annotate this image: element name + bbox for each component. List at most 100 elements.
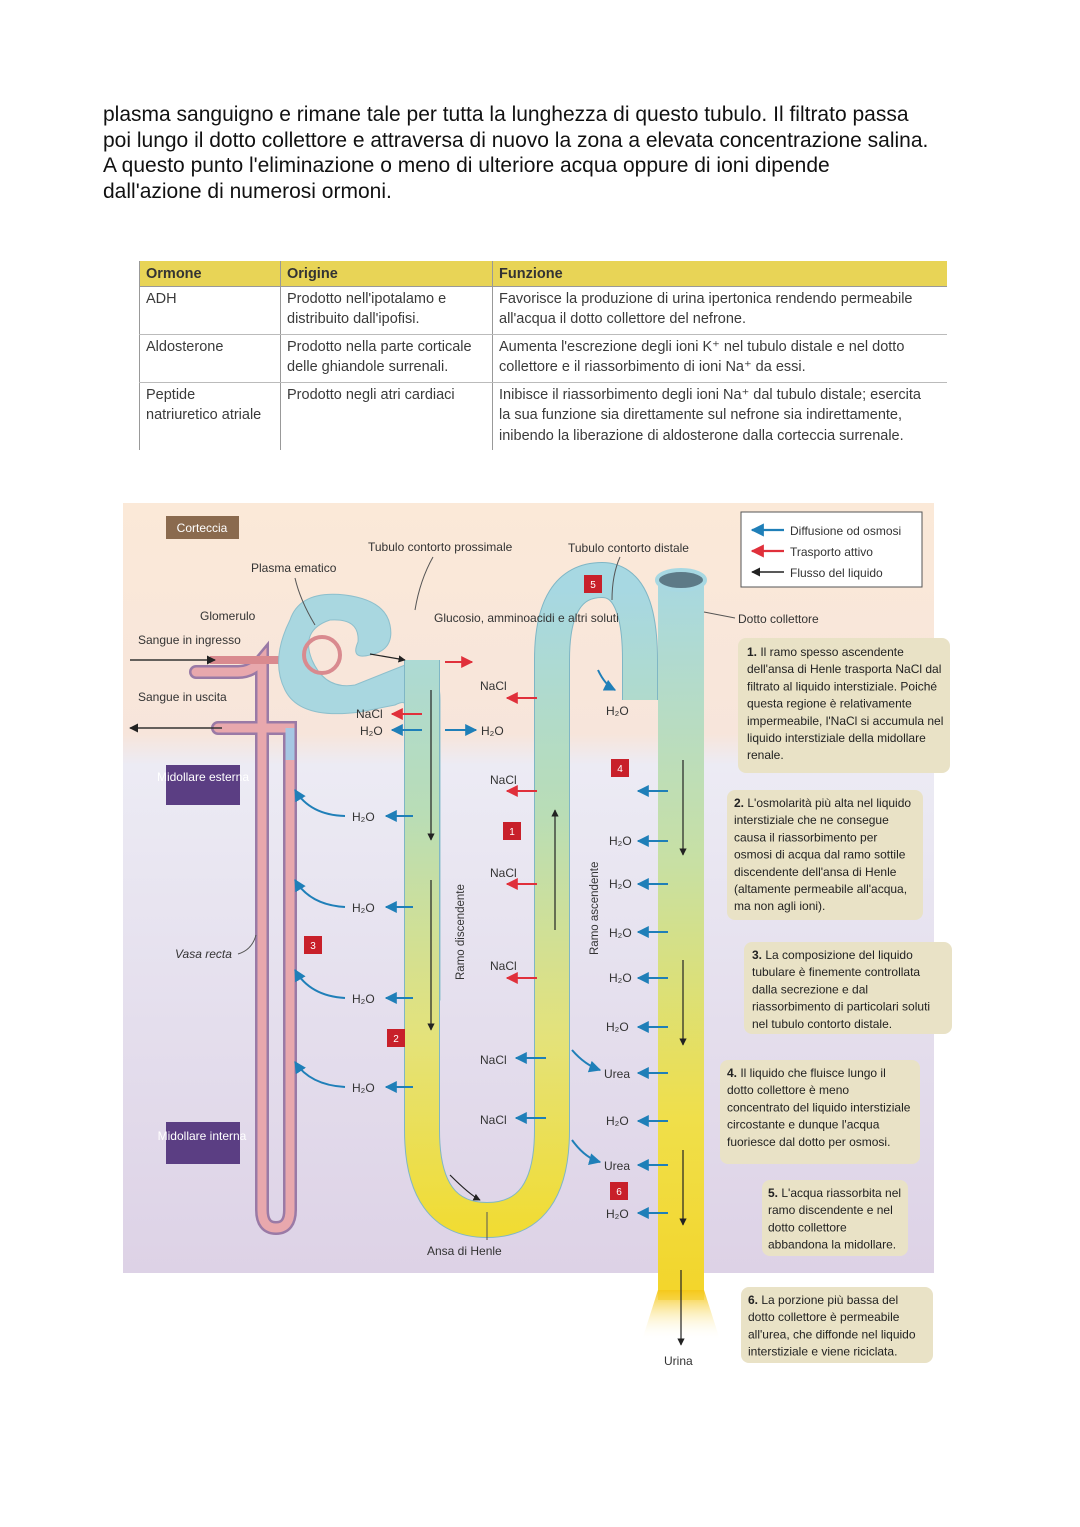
label-h2o: H₂O — [352, 1081, 375, 1095]
collecting-duct-opening — [655, 568, 707, 592]
label-distal-tubule: Tubulo contorto distale — [568, 541, 689, 555]
label-nacl: NaCl — [490, 866, 517, 880]
legend-flow-label: Flusso del liquido — [790, 566, 883, 580]
label-solutes: Glucosio, amminoacidi e altri soluti — [434, 611, 619, 625]
cell-line: Aumenta l'escrezione degli ioni K⁺ nel t… — [499, 338, 905, 355]
header-ormone: Ormone — [139, 261, 281, 287]
svg-text:6: 6 — [616, 1187, 622, 1198]
cell-hormone: ADH — [139, 286, 281, 335]
zone-label-outer-medulla — [166, 765, 240, 805]
note-box-1 — [738, 638, 950, 773]
label-h2o: H₂O — [606, 704, 629, 718]
label-blood-out: Sangue in uscita — [138, 690, 227, 704]
svg-text:1: 1 — [509, 827, 515, 838]
note-box-4 — [720, 1060, 920, 1164]
cell-origin: Prodotto nell'ipotalamo e distribuito dal… — [280, 286, 493, 335]
label-h2o: H₂O — [609, 877, 632, 891]
intro-line: plasma sanguigno e rimane tale per tutta… — [103, 103, 909, 126]
legend: Diffusione od osmosi Trasporto attivo Fl… — [740, 511, 923, 588]
diffusion-arrow — [294, 788, 346, 817]
cell-line: natriuretico atriale — [146, 407, 262, 423]
cell-line: inibendo la liberazione di aldosterone d… — [499, 427, 904, 444]
badge-3 — [304, 936, 322, 954]
cell-line: Prodotto nella parte corticale — [287, 338, 472, 355]
label-h2o: H₂O — [609, 834, 632, 848]
label-urine: Urina — [664, 1354, 693, 1368]
badge-6 — [610, 1182, 628, 1200]
label-h2o: H₂O — [352, 901, 375, 915]
cortex-label: Corteccia — [177, 521, 228, 535]
label-h2o: H₂O — [481, 724, 504, 738]
cell-line: collettore e il riassorbimento di ioni N… — [499, 359, 806, 375]
flow-arrow — [449, 1174, 481, 1201]
outer-medulla-label: Midollare esterna — [157, 770, 249, 784]
table-row: Aldosterone Prodotto nella parte cortica… — [139, 334, 947, 383]
label-nacl: NaCl — [490, 959, 517, 973]
label-ascending-limb: Ramo ascendente — [589, 862, 601, 955]
label-urea: Urea — [604, 1067, 630, 1081]
svg-text:4: 4 — [617, 764, 623, 775]
cell-hormone: Peptide natriuretico atriale — [139, 382, 281, 450]
diffusion-arrow — [597, 669, 617, 691]
diffusion-arrow — [294, 968, 346, 999]
label-nacl: NaCl — [480, 679, 507, 693]
label-nacl: NaCl — [480, 1113, 507, 1127]
label-h2o: H₂O — [352, 810, 375, 824]
label-proximal-tubule: Tubulo contorto prossimale — [368, 540, 513, 554]
intro-line: dall'azione di numerosi ormoni. — [103, 179, 392, 203]
label-collecting-duct: Dotto collettore — [738, 612, 819, 626]
diffusion-arrow — [571, 1139, 602, 1166]
leader-lines — [237, 556, 736, 1240]
label-h2o: H₂O — [606, 1207, 629, 1221]
cell-function: Favorisce la produzione di urina iperton… — [492, 286, 947, 335]
cell-line: Peptide — [146, 386, 196, 403]
molecule-labels: NaCl H₂O H₂O NaCl NaCl NaCl NaCl NaCl Na… — [352, 679, 632, 1221]
hormones-table: Ormone Origine Funzione ADH Prodotto nel… — [139, 261, 947, 450]
badge-5 — [584, 575, 602, 593]
note-box-6 — [741, 1287, 933, 1363]
label-plasma: Plasma ematico — [251, 561, 337, 575]
proximal-tubule — [278, 593, 441, 1001]
label-h2o: H₂O — [609, 926, 632, 940]
cell-line: ADH — [146, 290, 177, 307]
cell-line: la sua funzione sia direttamente sul nef… — [499, 407, 903, 423]
label-loop-of-henle: Ansa di Henle — [427, 1244, 502, 1258]
note-box-2 — [727, 790, 923, 920]
cell-line: Prodotto nell'ipotalamo e — [287, 290, 447, 307]
zone-label-cortex — [166, 516, 239, 539]
svg-text:5: 5 — [590, 580, 596, 591]
vasa-recta-vessel — [191, 647, 295, 1233]
loop-of-henle — [405, 562, 657, 1238]
intro-line: A questo punto l'eliminazione o meno di … — [103, 154, 830, 177]
table-header-row: Ormone Origine Funzione — [139, 261, 947, 287]
label-h2o: H₂O — [609, 971, 632, 985]
glomerulus-icon — [302, 635, 342, 675]
intro-line: poi lungo il dotto collettore e attraver… — [103, 128, 929, 152]
header-funzione: Funzione — [492, 261, 947, 287]
cell-hormone: Aldosterone — [139, 334, 281, 383]
cell-line: Favorisce la produzione di urina iperton… — [499, 290, 913, 307]
label-urea: Urea — [604, 1159, 630, 1173]
legend-diffusion-label: Diffusione od osmosi — [790, 524, 901, 538]
label-h2o: H₂O — [606, 1114, 629, 1128]
label-descending-limb: Ramo discendente — [455, 884, 467, 980]
diffusion-arrow — [294, 878, 346, 908]
note-box-3 — [744, 942, 952, 1034]
label-h2o: H₂O — [360, 724, 383, 738]
note-boxes — [720, 638, 952, 1363]
cell-line: distribuito dall'ipofisi. — [287, 311, 420, 327]
svg-text:2: 2 — [393, 1034, 399, 1045]
cell-line: Aldosterone — [146, 338, 224, 355]
flow-arrow — [369, 653, 406, 663]
diffusion-arrow — [571, 1049, 602, 1073]
note-box-5 — [762, 1180, 908, 1256]
cell-line: Inibisce il riassorbimento degli ioni Na… — [499, 386, 921, 403]
